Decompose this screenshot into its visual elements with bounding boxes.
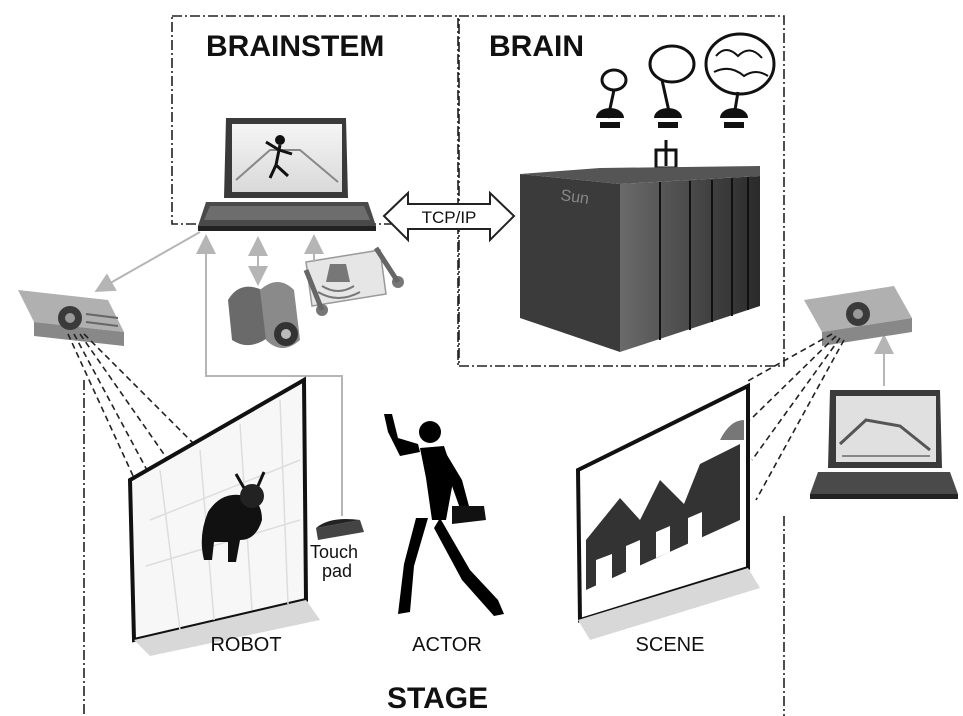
left-projection-beams: [67, 333, 197, 479]
robot-dog-icon: [201, 471, 266, 562]
projector-icon: [18, 290, 124, 346]
stage-title: STAGE: [387, 682, 488, 715]
brain-region: [458, 15, 785, 367]
brain-icon: [600, 32, 776, 119]
touch-pad-icon: [316, 519, 364, 540]
camera-icon: [228, 282, 300, 348]
server-rack-icon: Sun: [520, 166, 760, 352]
scene-label: SCENE: [636, 634, 705, 656]
actor-silhouette-icon: [384, 414, 504, 616]
microphone-icon: [303, 246, 404, 316]
brain-title: BRAIN: [489, 30, 584, 63]
right-projection-beams: [745, 333, 845, 501]
plug-icon: [596, 108, 748, 170]
actor-label: ACTOR: [412, 634, 482, 656]
tcpip-connection: TCP/IP: [382, 190, 516, 243]
laptop-icon: [198, 118, 376, 231]
projector-icon: [804, 286, 912, 346]
house-scene-icon: [586, 420, 744, 590]
brainstem-title: BRAINSTEM: [206, 30, 384, 63]
touch-pad-label-line1: Touch: [310, 542, 358, 562]
laptop-icon: [810, 390, 958, 499]
signal-arrows: [94, 231, 894, 516]
touch-pad-label-line2: pad: [322, 561, 352, 581]
robot-label: ROBOT: [210, 634, 281, 656]
svg-text:Sun: Sun: [559, 187, 590, 208]
stage-region: [83, 224, 785, 716]
tcpip-label: TCP/IP: [422, 208, 477, 227]
